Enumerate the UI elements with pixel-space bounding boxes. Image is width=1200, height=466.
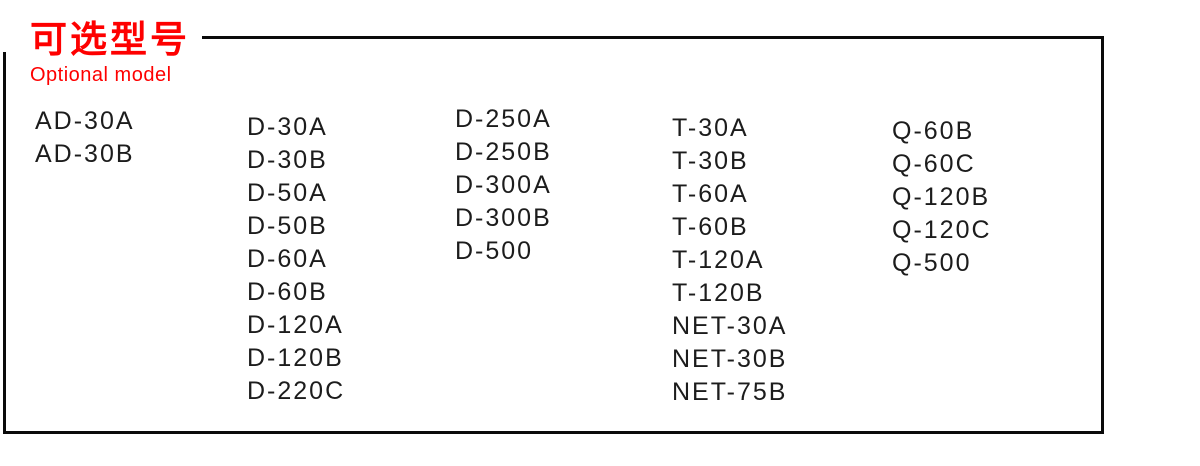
model-item: D-50A [247, 179, 328, 207]
model-item: T-60A [672, 180, 749, 208]
section-title-en: Optional model [30, 63, 172, 86]
model-column-2: D-30A D-30B D-50A D-50B D-60A D-60B D-120A D-12… [247, 111, 345, 408]
model-item: D-250A [455, 105, 552, 133]
model-column-5: Q-60B Q-60C Q-120B Q-120C Q-500 [892, 115, 992, 280]
model-item: T-30A [672, 114, 749, 142]
model-item: Q-60C [892, 150, 976, 178]
model-item: NET-75B [672, 378, 788, 406]
frame-top-border [202, 36, 1104, 39]
model-item: NET-30B [672, 345, 788, 373]
model-item: D-60A [247, 245, 328, 273]
model-item: D-120B [247, 344, 344, 372]
model-column-4: T-30A T-30B T-60A T-60B T-120A T-120B NET-30A N… [672, 112, 787, 409]
section-legend: 可选型号 Optional model [30, 19, 190, 87]
model-item: T-120A [672, 246, 765, 274]
model-item: Q-500 [892, 249, 972, 277]
model-item: D-300B [455, 204, 552, 232]
model-item: D-250B [455, 138, 552, 166]
model-item: D-30A [247, 113, 328, 141]
model-item: D-50B [247, 212, 328, 240]
model-item: Q-120B [892, 183, 991, 211]
model-item: T-30B [672, 147, 749, 175]
model-item: T-60B [672, 213, 749, 241]
model-column-1: AD-30A AD-30B [35, 105, 135, 171]
frame-right-border [1101, 36, 1104, 434]
model-item: NET-30A [672, 312, 788, 340]
model-item: AD-30A [35, 107, 135, 135]
frame-bottom-border [3, 431, 1104, 434]
model-item: Q-60B [892, 117, 975, 145]
model-item: AD-30B [35, 140, 135, 168]
model-item: Q-120C [892, 216, 992, 244]
model-item: D-220C [247, 377, 346, 405]
model-item: D-120A [247, 311, 344, 339]
model-item: D-60B [247, 278, 328, 306]
section-title-zh: 可选型号 [30, 19, 190, 60]
frame-left-border [3, 52, 6, 434]
model-column-3: D-250A D-250B D-300A D-300B D-500 [455, 103, 552, 268]
model-item: D-30B [247, 146, 328, 174]
model-item: T-120B [672, 279, 765, 307]
model-item: D-300A [455, 171, 552, 199]
model-item: D-500 [455, 237, 534, 265]
